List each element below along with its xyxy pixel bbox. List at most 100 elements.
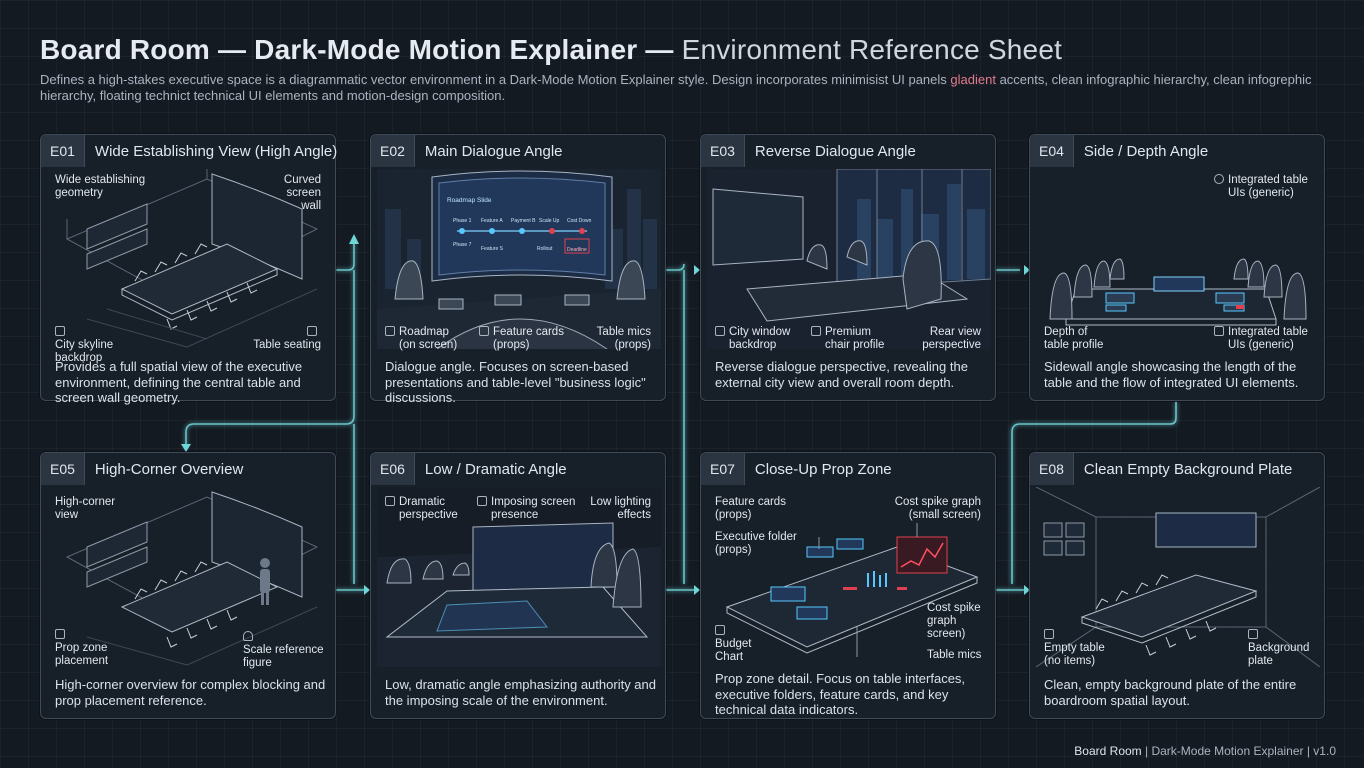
perspective-icon xyxy=(385,496,395,506)
card-e01[interactable]: E01 Wide Establishing View (High Angle) … xyxy=(40,134,338,405)
label-rear-view: Rear view perspective xyxy=(922,326,981,351)
label-high-corner-view: High-corner view xyxy=(55,496,116,521)
card-code: E02 xyxy=(371,135,415,167)
title-light: Environment Reference Sheet xyxy=(673,34,1063,65)
card-e07[interactable]: E07 Close-Up Prop Zone Feature cards (pr… xyxy=(700,452,996,719)
arrowhead-e05 xyxy=(181,444,191,452)
card-description: Reverse dialogue perspective, revealing … xyxy=(715,359,968,390)
card-header: E06 Low / Dramatic Angle xyxy=(371,453,665,485)
card-title: High-Corner Overview xyxy=(94,460,244,478)
subtitle-accent: gladient xyxy=(950,72,996,87)
label-executive-folder: Executive folder (props) xyxy=(715,531,797,556)
illustration-high-corner xyxy=(47,487,331,667)
card-code: E07 xyxy=(701,453,745,485)
card-description: Clean, empty background plate of the ent… xyxy=(1044,677,1297,708)
card-description: Dialogue angle. Focuses on screen-based … xyxy=(385,359,646,405)
document-icon xyxy=(479,326,489,336)
card-title: Reverse Dialogue Angle xyxy=(754,142,916,160)
label-integrated-table-uis-bottom: Integrated table UIs (generic) xyxy=(1214,326,1308,352)
label-table-seating: Table seating xyxy=(253,326,321,352)
card-description: Prop zone detail. Focus on table interfa… xyxy=(715,671,966,717)
label-curved-screen-wall: Curved screen wall xyxy=(283,174,321,212)
card-title: Low / Dramatic Angle xyxy=(424,460,567,478)
person-icon xyxy=(243,631,253,641)
card-title: Close-Up Prop Zone xyxy=(754,460,892,478)
label-premium-chair: Premium chair profile xyxy=(811,326,884,352)
seat-icon xyxy=(307,326,317,336)
card-code: E01 xyxy=(41,135,85,167)
card-e08[interactable]: E08 Clean Empty Background Plate Empty t… xyxy=(1029,452,1325,719)
subtitle-part-a: Defines a high-stakes executive space is… xyxy=(40,72,951,87)
label-feature-cards: Feature cards (props) xyxy=(715,496,786,521)
illustration-low-dramatic xyxy=(377,487,661,667)
card-e03[interactable]: E03 Reverse Dialogue Angle City window b… xyxy=(700,134,996,401)
label-feature-cards: Feature cards (props) xyxy=(479,326,564,352)
card-e02[interactable]: E02 Main Dialogue Angle Roadmap Slide P xyxy=(370,134,666,405)
label-imposing-screen: Imposing screen presence xyxy=(477,496,575,522)
card-description: High-corner overview for complex blockin… xyxy=(55,677,326,708)
footer: Board Room | Dark-Mode Motion Explainer … xyxy=(1074,744,1336,758)
label-city-skyline-backdrop: City skyline backdrop xyxy=(55,326,113,365)
card-code: E04 xyxy=(1030,135,1074,167)
subtitle-part-b: accents, clean infographic hierarchy, cl… xyxy=(40,72,1312,103)
card-e06[interactable]: E06 Low / Dramatic Angle Dramatic perspe… xyxy=(370,452,666,719)
card-description: Sidewall angle showcasing the length of … xyxy=(1044,359,1299,390)
screen-icon xyxy=(385,326,395,336)
chair-icon xyxy=(811,326,821,336)
label-table-mics: Table mics xyxy=(927,649,982,661)
card-header: E05 High-Corner Overview xyxy=(41,453,335,485)
building-icon xyxy=(715,326,725,336)
label-cost-spike-graph-small: Cost spike graph (small screen) xyxy=(894,496,981,521)
panel-icon xyxy=(1214,326,1224,336)
card-title: Clean Empty Background Plate xyxy=(1083,460,1293,478)
card-title: Side / Depth Angle xyxy=(1083,142,1209,160)
crosshair-icon xyxy=(1214,174,1224,184)
illustration-empty-background-plate xyxy=(1036,487,1320,667)
screen-step-5: Cost Down xyxy=(567,218,592,224)
image-icon xyxy=(1248,629,1258,639)
illustration-close-up-prop-zone xyxy=(707,487,991,667)
screen-icon xyxy=(477,496,487,506)
chart-icon xyxy=(715,625,725,635)
footer-brand: Board Room xyxy=(1074,744,1142,758)
screen-step-6: Phase 7 xyxy=(453,242,472,248)
screen-step-1: Phase 1 xyxy=(453,218,472,224)
label-prop-zone-placement: Prop zone placement xyxy=(55,629,108,668)
table-icon xyxy=(1044,629,1054,639)
label-wide-establishing-geometry: Wide establishing geometry xyxy=(55,174,146,199)
grid-icon xyxy=(55,629,65,639)
screen-step-4: Scale Up xyxy=(539,218,560,224)
page-subtitle: Defines a high-stakes executive space is… xyxy=(40,72,1330,104)
screen-deadline-badge: Deadline xyxy=(567,247,587,253)
card-header: E02 Main Dialogue Angle xyxy=(371,135,665,167)
card-header: E01 Wide Establishing View (High Angle) xyxy=(41,135,338,167)
label-empty-table: Empty table (no items) xyxy=(1044,629,1105,668)
card-code: E06 xyxy=(371,453,415,485)
illustration-main-dialogue xyxy=(377,169,661,349)
title-bold: Board Room — Dark-Mode Motion Explainer … xyxy=(40,34,674,65)
footer-meta: | Dark-Mode Motion Explainer | v1.0 xyxy=(1141,744,1336,758)
card-header: E08 Clean Empty Background Plate xyxy=(1030,453,1324,485)
card-header: E07 Close-Up Prop Zone xyxy=(701,453,995,485)
card-e05[interactable]: E05 High-Corner Overview High-corner vie… xyxy=(40,452,336,719)
label-low-lighting: Low lighting effects xyxy=(590,496,651,521)
card-title: Wide Establishing View (High Angle) xyxy=(94,142,338,160)
card-code: E05 xyxy=(41,453,85,485)
label-scale-reference-figure: Scale reference figure xyxy=(243,631,324,670)
label-city-window-backdrop: City window backdrop xyxy=(715,326,790,352)
card-code: E08 xyxy=(1030,453,1074,485)
card-description: Low, dramatic angle emphasizing authorit… xyxy=(385,677,656,708)
card-header: E03 Reverse Dialogue Angle xyxy=(701,135,995,167)
label-dramatic-perspective: Dramatic perspective xyxy=(385,496,458,522)
screen-step-8: Rollout xyxy=(537,246,553,252)
connector-e01-e02 xyxy=(334,240,355,271)
card-title: Main Dialogue Angle xyxy=(424,142,563,160)
label-cost-spike-graph-screen: Cost spike graph screen) xyxy=(927,602,981,640)
illustration-reverse-dialogue xyxy=(707,169,991,349)
card-header: E04 Side / Depth Angle xyxy=(1030,135,1324,167)
card-e04[interactable]: E04 Side / Depth Angle Integrated table … xyxy=(1029,134,1325,401)
label-background-plate: Background plate xyxy=(1248,629,1309,668)
label-depth-of-table-profile: Depth of table profile xyxy=(1044,326,1104,351)
label-budget-chart: Budget Chart xyxy=(715,625,751,664)
label-table-mics: Table mics (props) xyxy=(596,326,651,351)
